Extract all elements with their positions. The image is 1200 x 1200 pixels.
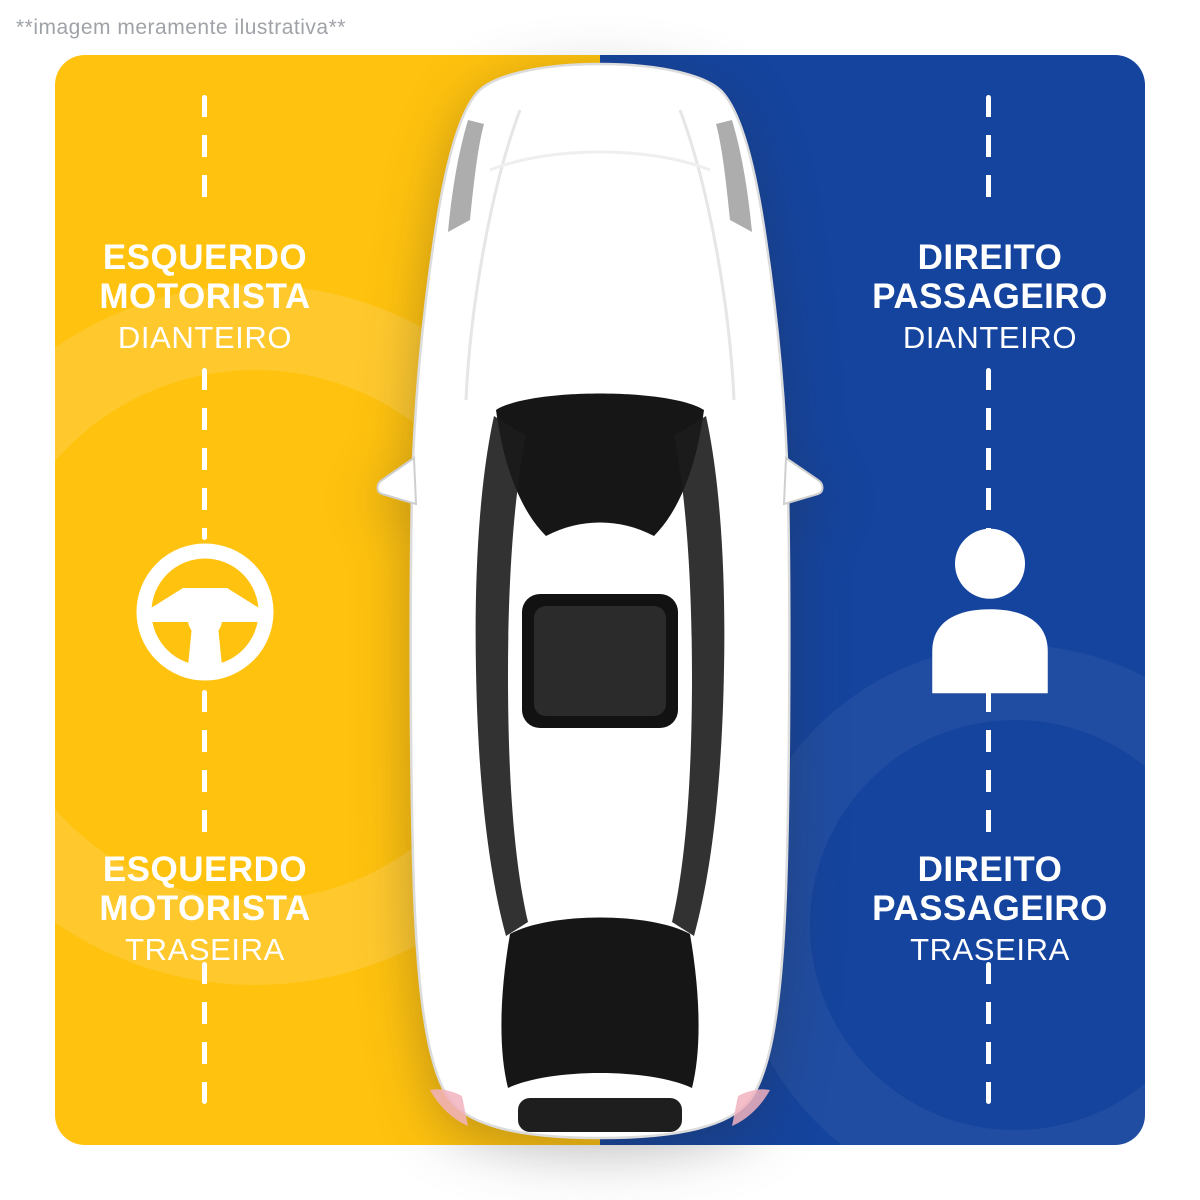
- label-rear-left: ESQUERDO MOTORISTA TRASEIRA: [99, 850, 310, 968]
- car-right-side-glass: [672, 416, 725, 936]
- label-line: DIANTEIRO: [902, 320, 1078, 356]
- label-line: DIANTEIRO: [117, 320, 293, 356]
- label-line: ESQUERDO: [102, 850, 308, 889]
- label-line: TRASEIRA: [125, 932, 285, 968]
- label-front-left: ESQUERDO MOTORISTA DIANTEIRO: [99, 238, 310, 356]
- car-rear-window: [501, 917, 699, 1088]
- dashed-line-right-segment: [986, 690, 991, 846]
- person-icon: [920, 525, 1060, 702]
- label-line: DIREITO: [917, 238, 1063, 277]
- disclaimer-text: **imagem meramente ilustrativa**: [16, 16, 346, 39]
- dashed-line-right-segment: [986, 368, 991, 540]
- dashed-line-left-segment: [202, 962, 207, 1104]
- label-line: DIREITO: [917, 850, 1063, 889]
- car-left-side-glass: [475, 416, 528, 936]
- label-front-right: DIREITO PASSAGEIRO DIANTEIRO: [872, 238, 1108, 356]
- label-line: TRASEIRA: [910, 932, 1070, 968]
- car-left-taillight: [430, 1089, 468, 1126]
- label-line: PASSAGEIRO: [872, 277, 1108, 317]
- car-top-view-illustration: [376, 62, 824, 1140]
- car-rear-bumper: [518, 1098, 682, 1132]
- car-right-mirror: [782, 456, 824, 506]
- label-rear-right: DIREITO PASSAGEIRO TRASEIRA: [872, 850, 1108, 968]
- label-line: MOTORISTA: [99, 277, 311, 317]
- steering-wheel-icon: [130, 537, 280, 692]
- dashed-line-right-segment: [986, 95, 991, 215]
- label-line: PASSAGEIRO: [872, 889, 1108, 929]
- dashed-line-left-segment: [202, 95, 207, 215]
- dashed-line-left-segment: [202, 368, 207, 540]
- dashed-line-left-segment: [202, 690, 207, 846]
- dashed-line-right-segment: [986, 962, 991, 1104]
- car-windshield: [496, 393, 704, 536]
- car-right-taillight: [732, 1089, 770, 1126]
- car-left-mirror: [376, 456, 418, 506]
- label-line: MOTORISTA: [99, 889, 311, 929]
- label-line: ESQUERDO: [102, 238, 308, 277]
